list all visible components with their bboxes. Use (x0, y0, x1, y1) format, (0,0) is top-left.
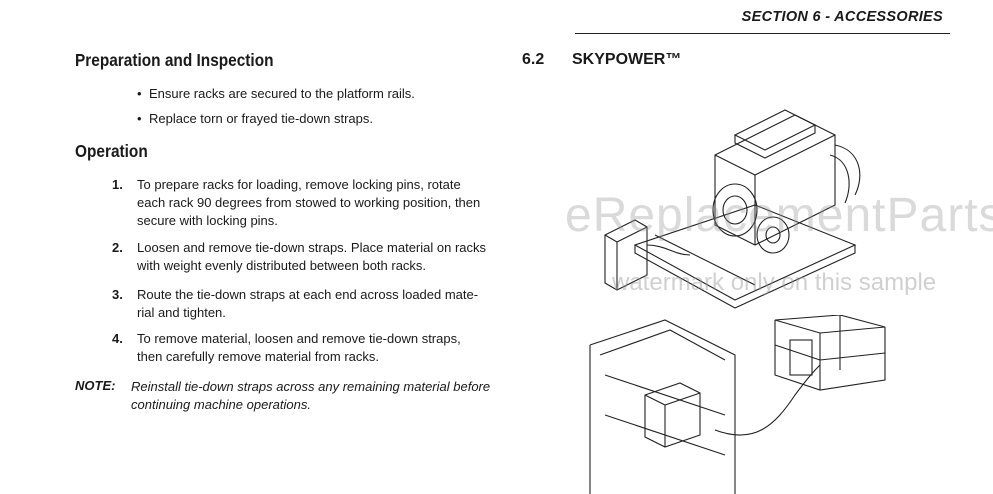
step-text-1: To prepare racks for loading, remove loc… (137, 177, 481, 228)
bullet-icon: • (137, 111, 142, 126)
step-number-4: 4. (112, 331, 123, 346)
bullet-text: Replace torn or frayed tie-down straps. (149, 111, 373, 126)
step-number-2: 2. (112, 240, 123, 255)
watermark-main: eReplacementParts.com (565, 189, 993, 242)
step-text-4: To remove material, loosen and remove ti… (137, 331, 461, 364)
platform-illustration (589, 315, 886, 494)
step-text-3: Route the tie-down straps at each end ac… (137, 287, 479, 320)
prep-bullet-1: • Ensure racks are secured to the platfor… (137, 86, 415, 101)
step-number-3: 3. (112, 287, 123, 302)
section-header: SECTION 6 - ACCESSORIES (741, 9, 943, 25)
header-rule (575, 33, 950, 34)
step-text-2: Loosen and remove tie-down straps. Place… (137, 240, 487, 273)
prep-bullet-2: • Replace torn or frayed tie-down straps. (137, 111, 373, 126)
section-number: 6.2 (522, 51, 545, 68)
note-label: NOTE: (75, 378, 116, 393)
prep-heading: Preparation and Inspection (75, 50, 274, 70)
bullet-text: Ensure racks are secured to the platform… (149, 86, 415, 101)
operation-heading: Operation (75, 141, 148, 161)
note-text: Reinstall tie-down straps across any rem… (131, 379, 491, 412)
engine-illustration (604, 109, 861, 309)
watermark-sub: watermark only on this sample (612, 269, 937, 296)
step-number-1: 1. (112, 177, 123, 192)
section-title: SKYPOWER™ (572, 51, 682, 68)
bullet-icon: • (137, 86, 142, 101)
